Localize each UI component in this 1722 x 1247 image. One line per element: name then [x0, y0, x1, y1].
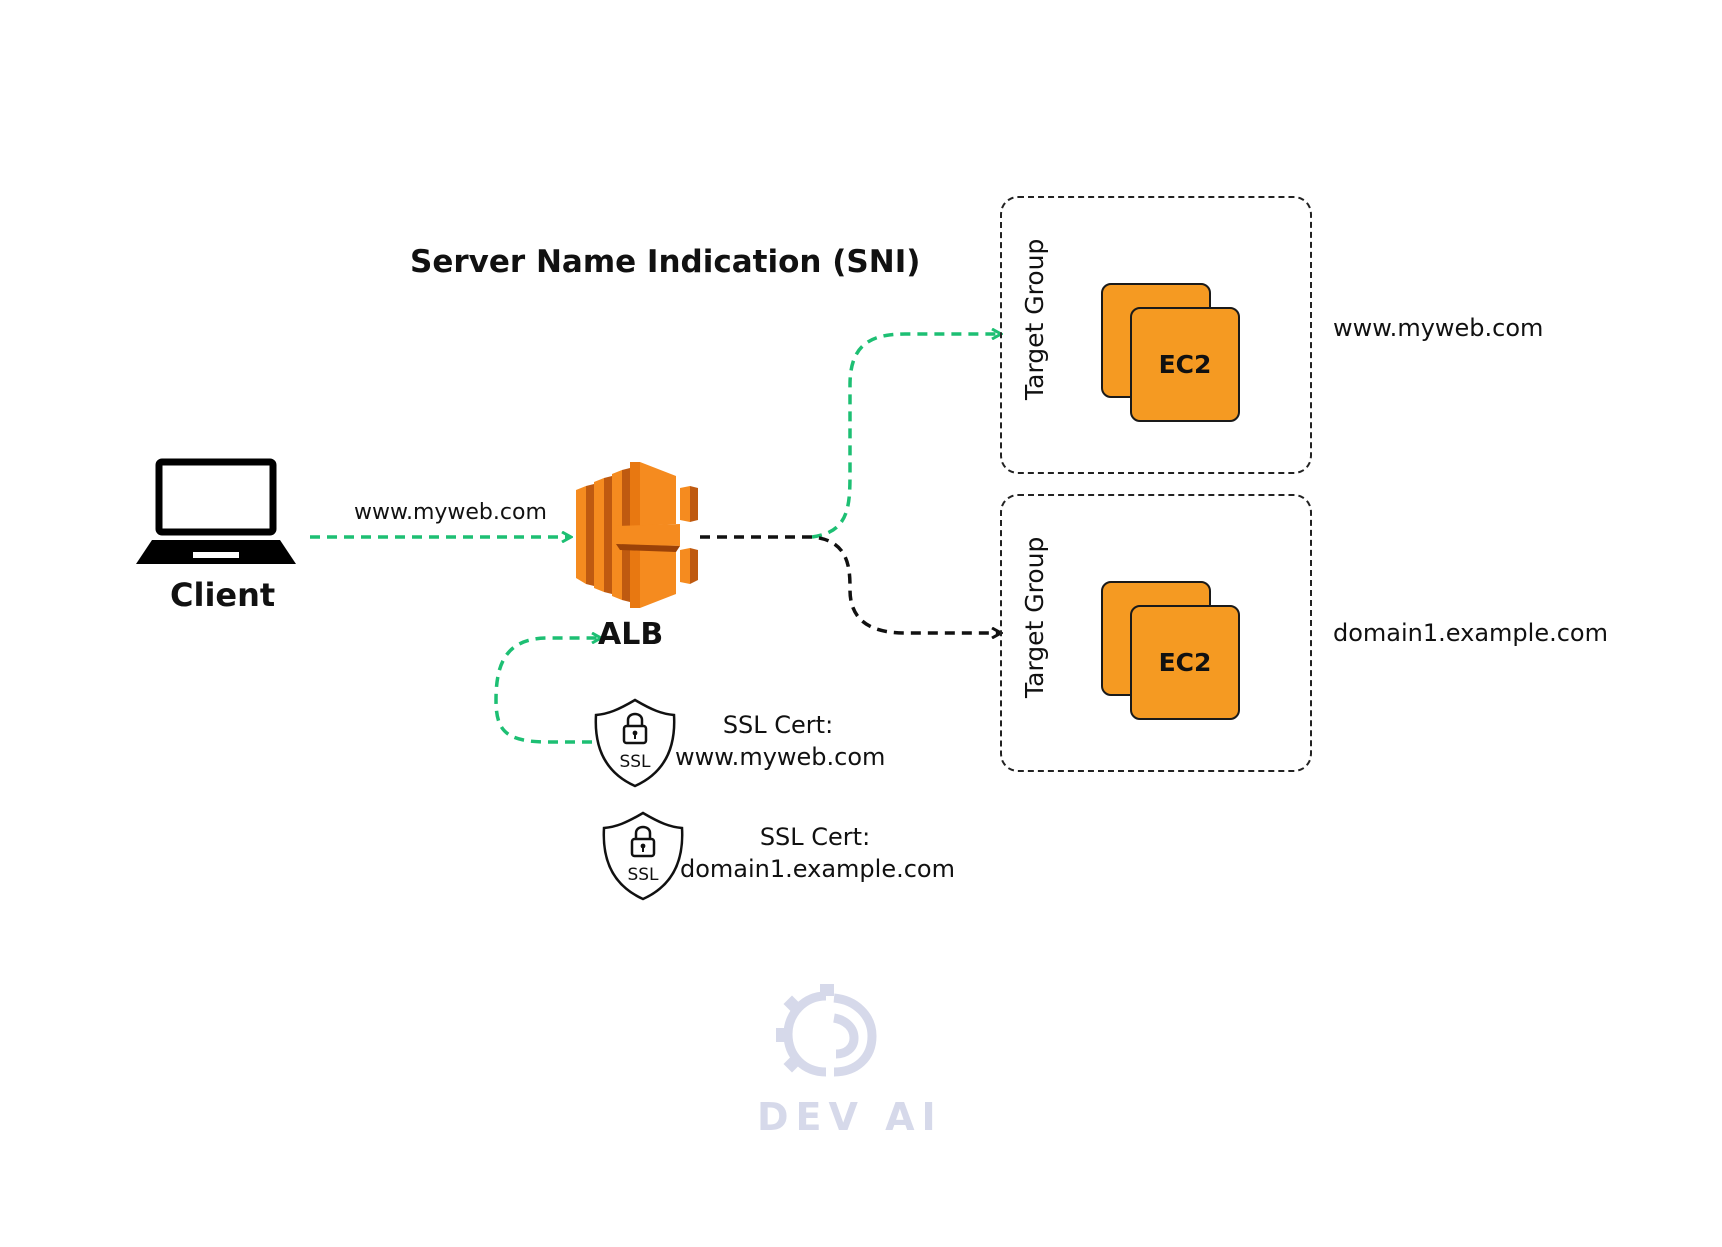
ssl-cert-label: SSL Cert: www.myweb.com: [675, 709, 886, 773]
target-domain-label: www.myweb.com: [1333, 314, 1544, 342]
target-domain-label: domain1.example.com: [1333, 619, 1608, 647]
ssl-shield-icon: SSL: [594, 698, 676, 788]
diagram-title: Server Name Indication (SNI): [410, 244, 921, 280]
cert-to-alb-arrow: [494, 638, 600, 744]
ssl-badge-text: SSL: [627, 865, 659, 885]
ssl-cert-title: SSL Cert:: [722, 711, 834, 739]
laptop-icon: [136, 458, 296, 564]
ec2-instance: EC2: [1130, 307, 1240, 422]
ssl-cert-domain: www.myweb.com: [675, 743, 886, 771]
request-host-label: www.myweb.com: [354, 500, 547, 525]
client-label: Client: [170, 576, 276, 614]
target-group-label: Target Group: [1020, 238, 1049, 400]
alb-to-target-group-2-arrow: [700, 535, 1000, 633]
ec2-instance: EC2: [1130, 605, 1240, 720]
watermark-text: DEV AI: [757, 1095, 943, 1139]
ssl-cert-title: SSL Cert:: [759, 823, 871, 851]
watermark-logo-icon: [776, 984, 877, 1077]
ssl-badge-text: SSL: [619, 752, 651, 772]
ssl-cert-label: SSL Cert: domain1.example.com: [680, 821, 955, 885]
alb-icon: [576, 462, 698, 608]
target-group-box: [1000, 494, 1312, 772]
alb-to-target-group-1-arrow: [811, 334, 1000, 539]
target-group-box: [1000, 196, 1312, 474]
ssl-shield-icon: SSL: [602, 811, 684, 901]
target-group-label: Target Group: [1020, 536, 1049, 698]
ssl-cert-domain: domain1.example.com: [680, 855, 955, 883]
alb-label: ALB: [598, 617, 664, 652]
